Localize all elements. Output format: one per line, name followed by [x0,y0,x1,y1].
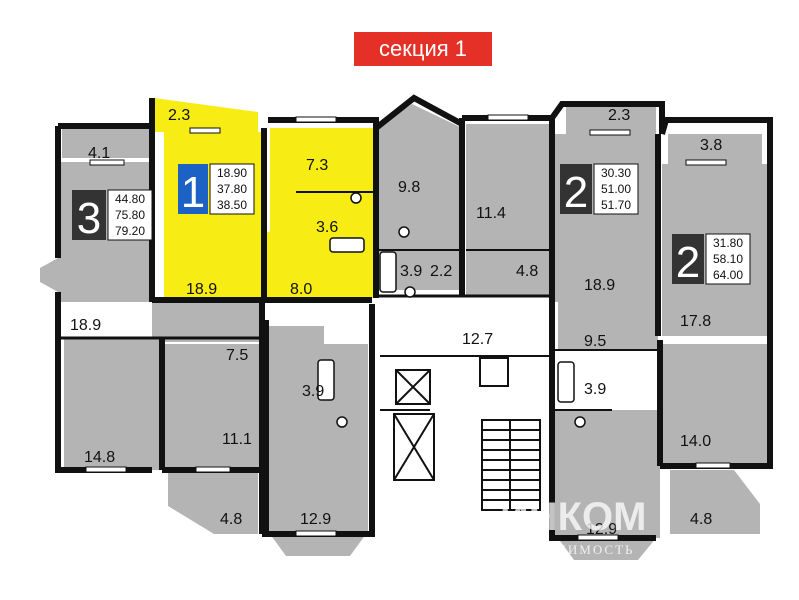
watermark-brand: ИНКОМ [500,495,646,539]
room-bedroom-left [64,338,162,470]
room-label: 18.9 [70,317,101,334]
room-kitchen-left [164,344,260,468]
apt2b-area-living: 31.80 [713,236,743,250]
room-hall-right [466,256,554,296]
room-label: 2.3 [168,107,190,124]
room-label: 12.7 [462,331,493,348]
apt2a-area-living: 30.30 [601,166,631,180]
apt3-area-living: 44.80 [115,192,145,206]
apt2b-area-total: 58.10 [713,252,743,266]
room-label: 4.8 [220,511,242,528]
room-label: 18.9 [584,277,615,294]
apt3-area-total: 75.80 [115,208,145,222]
room-label: 18.9 [186,281,217,298]
apt2a-number-badge [560,164,592,214]
room-2-3-right [566,104,656,134]
room-label: 4.8 [690,511,712,528]
apt1-balcony [154,98,258,132]
room-label: 3.9 [584,381,606,398]
corridor [324,304,552,344]
bay-bottom-right [558,538,656,560]
room-label: 9.8 [398,179,420,196]
room-label: 3.9 [400,263,422,280]
room-label: 8.0 [290,281,312,298]
loggia-bottom-left [168,472,258,534]
balcony-left [62,126,150,158]
apt3-number-badge [72,190,106,240]
watermark-sub: НЕДВИЖИМОСТЬ [500,542,634,557]
apt1-room [164,132,264,298]
room-label: 7.5 [226,347,248,364]
room-label: 14.0 [680,433,711,450]
apt2a-area-full: 51.70 [601,198,631,212]
room-label: 11.1 [222,431,252,448]
apt3-area-full: 79.20 [115,224,145,238]
room-label: 2.2 [430,263,452,280]
bay-bottom-left [270,534,366,556]
room-12-9-right [552,410,660,538]
room-bottom-left [268,326,368,534]
room-label: 9.5 [584,333,606,350]
room-label: 3.9 [302,383,324,400]
room-label: 4.8 [516,263,538,280]
room-label: 12.9 [300,511,331,528]
room-label: 4.1 [88,145,110,162]
apt1-rooms: 1 [181,168,205,217]
apt2b-number-badge [672,234,704,284]
room-label: 17.8 [680,313,711,330]
room-label: 12.9 [586,521,617,538]
room-label: 14.8 [84,449,115,466]
apt3-rooms: 3 [77,194,101,243]
room-label: 2.3 [608,107,630,124]
room-18-9-right [554,134,658,302]
apt2a-area-total: 51.00 [601,182,631,196]
room-hall-left [152,300,262,342]
apt1-number-badge [178,164,208,214]
section-title: секция 1 [354,32,492,66]
apt2b-area-full: 64.00 [713,268,743,282]
apt1-area-full: 38.50 [217,198,247,212]
room-3-8 [668,134,762,164]
room-9-8 [378,104,462,290]
loggia-bottom-right [670,470,760,534]
room-label: 7.3 [306,157,328,174]
apt1-area-total: 37.80 [217,182,247,196]
room-label: 3.8 [700,137,722,154]
room-14-0 [660,344,770,466]
room-9-5 [558,300,658,350]
apt2a-rooms: 2 [564,168,588,217]
room-label: 3.6 [316,219,338,236]
apt1-area-living: 18.90 [217,166,247,180]
apt2b-rooms: 2 [676,238,700,287]
room-label: 11.4 [476,205,506,222]
